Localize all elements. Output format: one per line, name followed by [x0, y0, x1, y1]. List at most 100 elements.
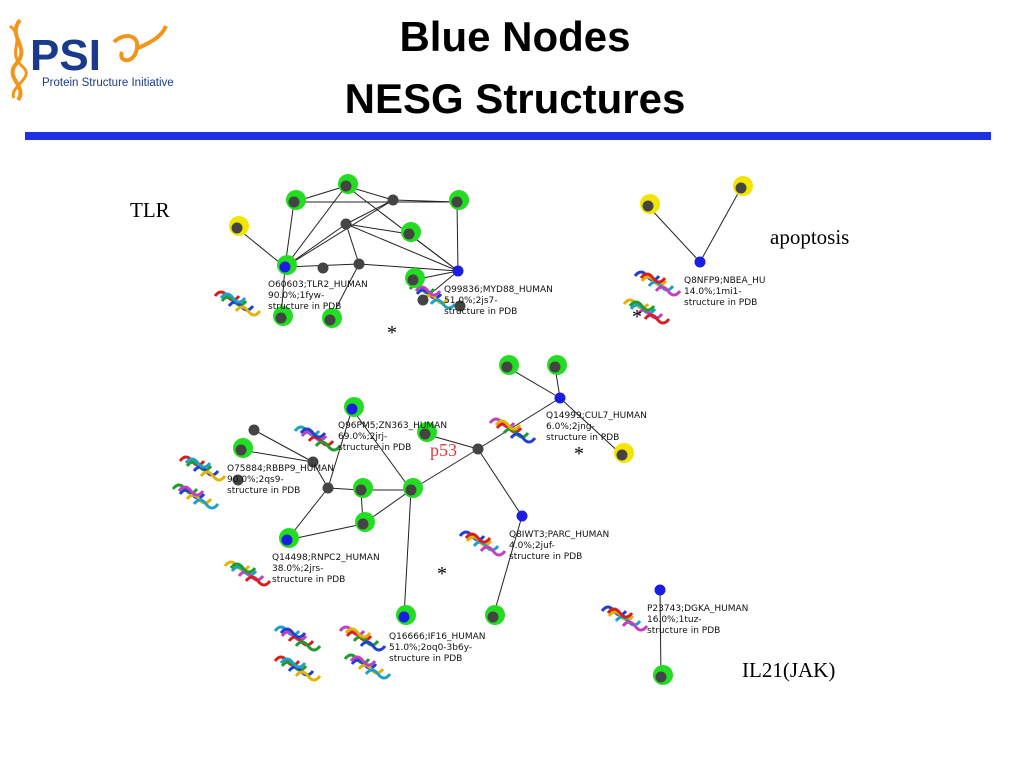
gray-node: [403, 478, 423, 498]
gray-node: [653, 665, 673, 685]
node-core: [279, 261, 291, 273]
node-core: [324, 314, 336, 326]
protein-structure-image: [343, 653, 392, 680]
structure-ribbon: [294, 670, 322, 682]
asterisk-marker: *: [437, 563, 447, 585]
structure-ribbon: [344, 627, 372, 639]
gray-node: [248, 424, 260, 436]
structure-ribbon: [229, 562, 257, 574]
structure-ribbon: [279, 657, 307, 669]
protein-structure-image: [293, 425, 342, 452]
gray-node: [322, 308, 342, 328]
gray-node: [405, 268, 425, 288]
gray-node: [322, 482, 334, 494]
gray-node: [353, 258, 365, 270]
protein-structure-image: [223, 560, 272, 587]
gray-node: [547, 355, 567, 375]
edge: [345, 223, 360, 265]
node-core: [452, 265, 464, 277]
structure-ribbon: [364, 668, 392, 680]
logo-tagline: Protein Structure Initiative: [42, 77, 174, 89]
structure-ribbon: [349, 655, 377, 667]
gray-node: [614, 443, 634, 463]
structure-ribbon: [639, 272, 667, 284]
structure-ribbon: [606, 607, 634, 619]
structure-ribbon: [199, 470, 227, 482]
node-core: [654, 584, 666, 596]
node-core: [346, 403, 358, 415]
edge: [284, 185, 347, 268]
node-core: [387, 194, 399, 206]
edge: [477, 397, 561, 450]
protein-structure-image: [273, 655, 322, 682]
blue-node: [554, 392, 566, 404]
edge: [408, 233, 459, 272]
edge: [345, 223, 459, 272]
gray-node: [449, 190, 469, 210]
protein-structure-image: [338, 625, 387, 652]
node-core: [288, 196, 300, 208]
node-core: [735, 182, 747, 194]
structure-ribbon: [494, 419, 522, 431]
node-core: [403, 228, 415, 240]
gray-node: [472, 443, 484, 455]
gray-node: [229, 216, 249, 236]
edge: [410, 448, 479, 491]
gray-node: [273, 306, 293, 326]
protein-structure-image: [178, 455, 227, 482]
edge: [327, 408, 353, 489]
structure-ribbon: [464, 532, 492, 544]
structure-ribbon: [643, 313, 671, 325]
structure-ribbon: [314, 440, 342, 452]
gray-node: [417, 294, 429, 306]
logo-wordmark: PSI: [30, 31, 101, 80]
structure-ribbon: [621, 620, 649, 632]
gray-node: [640, 194, 660, 214]
section-label-tlr: TLR: [130, 198, 170, 222]
node-core: [340, 180, 352, 192]
gray-node: [401, 222, 421, 242]
structure-ribbon: [294, 640, 322, 652]
logo-swirl-icon: [112, 25, 168, 63]
section-label-il21-jak: IL21(JAK): [742, 658, 836, 682]
node-core: [454, 300, 466, 312]
gray-node: [232, 474, 244, 486]
node-core: [317, 262, 329, 274]
structure-ribbon: [628, 300, 656, 312]
protein-structure-image: [171, 483, 220, 510]
gray-node: [317, 262, 329, 274]
blue-node: [694, 256, 706, 268]
protein-structure-image: [273, 625, 322, 652]
blue-node: [654, 584, 666, 596]
structure-ribbon: [192, 498, 220, 510]
structure-ribbon: [219, 292, 247, 304]
edge: [253, 429, 314, 463]
protein-structure-image: [213, 290, 262, 317]
protein-structure-image: [458, 530, 507, 557]
node-core: [353, 258, 365, 270]
structure-ribbon: [184, 457, 212, 469]
node-core: [405, 484, 417, 496]
node-core: [417, 294, 429, 306]
protein-structures: [171, 270, 682, 682]
node-core: [307, 456, 319, 468]
structure-ribbon: [359, 640, 387, 652]
node-core: [642, 200, 654, 212]
structure-ribbon: [479, 545, 507, 557]
edge: [699, 187, 742, 263]
edge: [456, 201, 459, 272]
edge: [236, 227, 286, 268]
edge: [286, 523, 364, 541]
node-core: [487, 611, 499, 623]
